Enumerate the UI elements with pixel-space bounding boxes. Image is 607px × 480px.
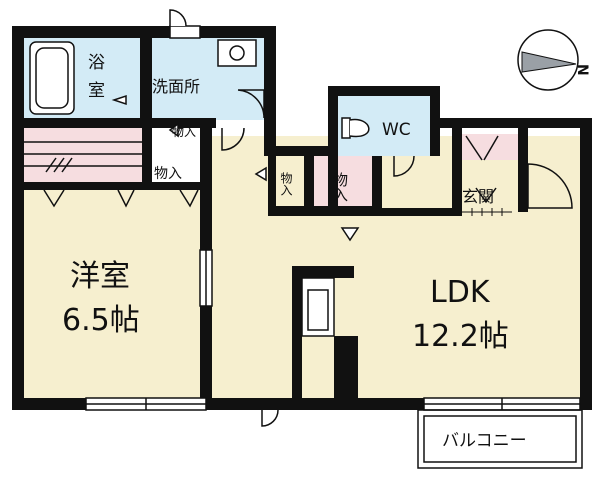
closet-label-b: 物入 [154,166,182,182]
ldk-size: 12.2帖 [412,319,509,354]
compass-icon: N [517,29,590,91]
kitchen-unit [301,277,335,337]
closet-pink-left [22,128,144,182]
washbasin [217,39,257,67]
closet-label-a: 物入 [172,125,196,139]
compass-north-label: N [574,64,590,76]
wc-label: WC [382,120,411,140]
walls [12,26,592,410]
western-room-size: 6.5帖 [62,303,140,338]
entrance-label: 玄関 [462,187,494,206]
closet-shelves [22,141,142,173]
bathtub [29,41,75,115]
balcony-frame [417,409,583,469]
closet-pink-entrance [462,134,518,160]
closet-label-c: 物入 [279,172,293,196]
toilet [341,117,370,139]
closet-label-d: 物入 [331,172,349,202]
bath-label-2: 室 [88,81,105,101]
windows [85,25,581,411]
western-room-name: 洋室 [70,259,130,294]
bath-label-1: 浴 [88,53,105,73]
balcony-label: バルコニー [442,431,527,451]
western-room-floor [22,190,212,400]
balcony-floor [420,404,584,464]
washroom-label: 洗面所 [152,77,200,96]
ldk-name: LDK [430,275,491,310]
doors [43,9,573,427]
arrow-markers [111,94,360,242]
entrance-step [404,208,512,216]
